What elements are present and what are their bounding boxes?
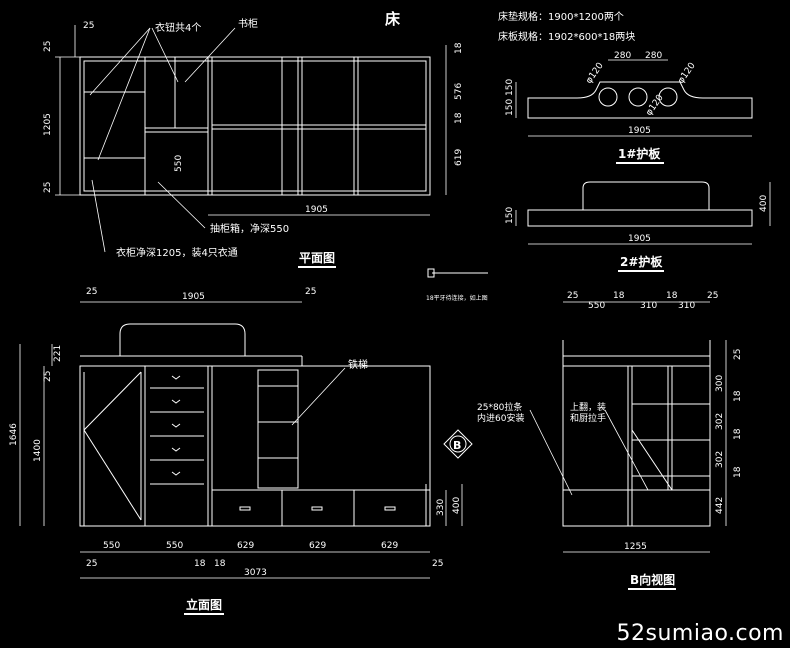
dim-elev-330: 330 (436, 499, 446, 516)
label-wardrobe-rods: 衣钮共4个 (155, 21, 201, 34)
dim-b-25a: 25 (567, 291, 578, 301)
panel-2: 150 400 1905 2#护板 (505, 181, 771, 272)
dim-b-1255: 1255 (624, 542, 647, 552)
b-view-title: B向视图 (630, 572, 675, 587)
board-spec-note: 床板规格：1902*600*18两块 (498, 30, 635, 43)
panel-1-title: 1#护板 (618, 146, 661, 161)
dim-b-r302b: 302 (715, 451, 725, 468)
dim-elev-629c: 629 (381, 541, 398, 551)
dim-plan-18a: 18 (454, 42, 464, 54)
dim-elev-1646: 1646 (9, 423, 19, 446)
dim-elev-3073: 3073 (244, 568, 267, 578)
mattress-spec-note: 床垫规格：1900*1200两个 (498, 10, 624, 23)
dim-elev-25-left: 25 (43, 371, 53, 382)
dim-b-18b: 18 (666, 291, 678, 301)
dim-plan-619: 619 (454, 149, 464, 166)
dim-panel2-400: 400 (759, 195, 769, 212)
dim-b-r25: 25 (733, 349, 743, 360)
dim-plan-18b: 18 (454, 112, 464, 124)
dim-elev-400: 400 (452, 497, 462, 514)
view-b-marker: B (443, 429, 473, 459)
dim-elev-629a: 629 (237, 541, 254, 551)
dim-panel1-dia-c: φ120 (644, 93, 666, 118)
elevation-view: 铁梯 25 1905 25 1646 1400 221 25 330 400 5… (9, 287, 463, 615)
dim-plan-25-top: 25 (43, 41, 53, 52)
dim-panel1-150b: 150 (505, 99, 515, 116)
dim-plan-576: 576 (454, 83, 464, 100)
elevation-title: 立面图 (186, 597, 222, 612)
dim-panel2-1905: 1905 (628, 234, 651, 244)
dim-elev-1400: 1400 (33, 439, 43, 462)
dim-plan-25-bottom: 25 (43, 182, 53, 193)
dim-b-r18b: 18 (733, 428, 743, 440)
dim-panel2-150: 150 (505, 207, 515, 224)
plan-view-title: 平面图 (299, 251, 335, 265)
label-b-hinge: 上翻，装和厨拉手 (570, 401, 606, 424)
dim-b-r300: 300 (715, 375, 725, 392)
dim-panel1-dia-b: φ120 (676, 61, 698, 86)
dim-elev-221: 221 (53, 345, 63, 362)
dim-elev-1905-top: 1905 (182, 292, 205, 302)
dim-panel1-280b: 280 (645, 51, 662, 61)
dim-b-550: 550 (588, 301, 605, 311)
dim-elev-25a: 25 (86, 287, 97, 297)
dim-elev-25-b1: 25 (86, 559, 97, 569)
bolt-note: 18平牙待连接，如上图 (426, 294, 488, 302)
dim-elev-629b: 629 (309, 541, 326, 551)
drawing-title: 床 (385, 10, 401, 28)
dim-b-310a: 310 (640, 301, 657, 311)
dim-panel1-150a: 150 (505, 79, 515, 96)
marker-b-letter: B (453, 439, 461, 452)
dim-elev-550b: 550 (166, 541, 183, 551)
panel-2-title: 2#护板 (620, 254, 663, 269)
watermark: 52sumiao.com (616, 621, 784, 646)
dim-b-18a: 18 (613, 291, 625, 301)
dim-elev-18-b1: 18 (194, 559, 206, 569)
dim-b-310b: 310 (678, 301, 695, 311)
dim-panel1-280a: 280 (614, 51, 631, 61)
dim-panel1-1905: 1905 (628, 126, 651, 136)
label-b-rail: 25*80拉条内进60安装 (477, 401, 524, 424)
dim-b-r302a: 302 (715, 413, 725, 430)
plan-view: 衣钮共4个 书柜 抽柜箱，净深550 衣柜净深1205，装4只衣通 25 120… (43, 17, 464, 268)
label-wardrobe-depth: 衣柜净深1205，装4只衣通 (116, 246, 238, 259)
dim-plan-550: 550 (174, 155, 184, 172)
label-drawer-box: 抽柜箱，净深550 (210, 222, 289, 235)
dim-plan-1905: 1905 (305, 205, 328, 215)
dim-elev-25-b2: 25 (432, 559, 443, 569)
b-view: 25*80拉条内进60安装 上翻，装和厨拉手 25 550 18 310 18 … (477, 291, 743, 590)
panel-1: 280 280 φ120 φ120 φ120 150 150 1905 1#护板 (505, 51, 753, 164)
label-ladder: 铁梯 (348, 358, 368, 371)
dim-plan-1205: 1205 (43, 113, 53, 136)
dim-b-r18a: 18 (733, 390, 743, 402)
dim-plan-25-topright: 25 (83, 21, 94, 31)
dim-elev-18-b2: 18 (214, 559, 226, 569)
dim-b-25b: 25 (707, 291, 718, 301)
dim-b-r18c: 18 (733, 466, 743, 478)
dim-elev-25b: 25 (305, 287, 316, 297)
bolt: 18平牙待连接，如上图 (426, 268, 488, 302)
dim-b-r442: 442 (715, 497, 725, 514)
dim-elev-550a: 550 (103, 541, 120, 551)
label-bookcase: 书柜 (238, 17, 258, 30)
